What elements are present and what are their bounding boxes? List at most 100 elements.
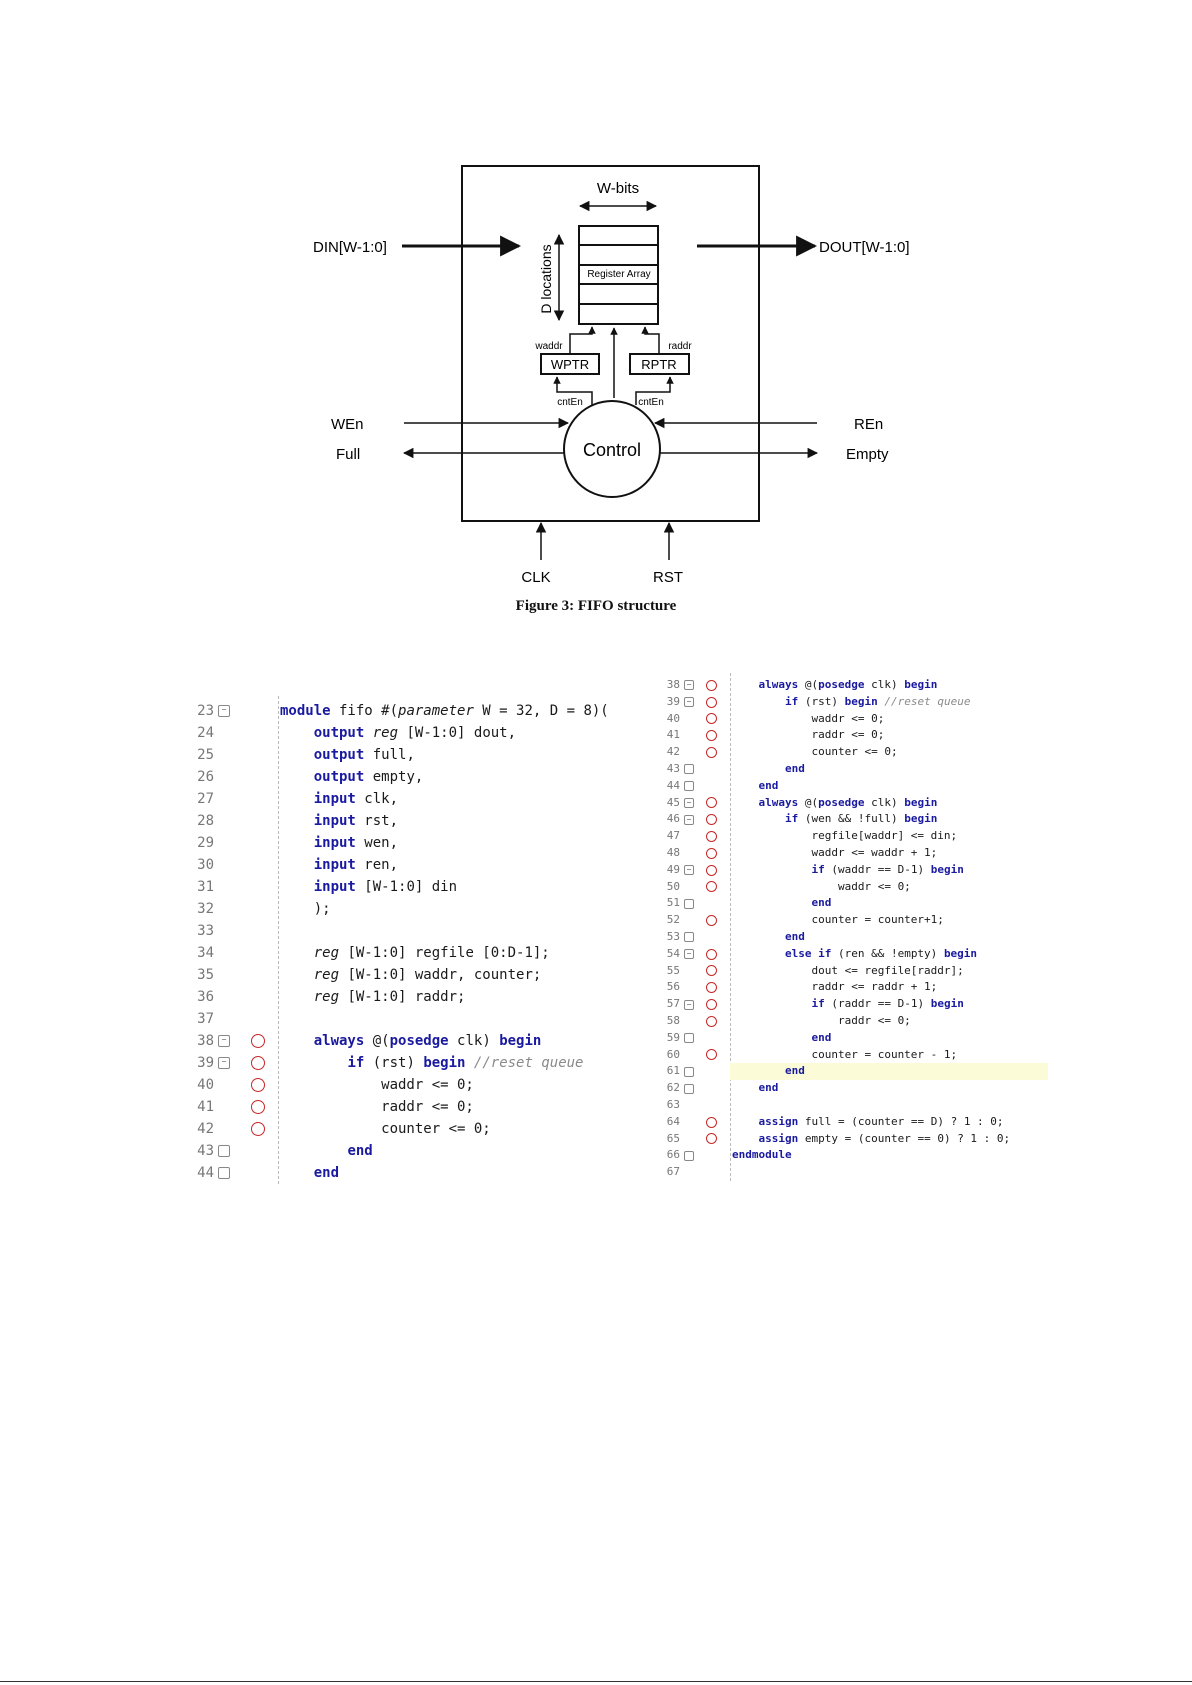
- fold-end-icon[interactable]: [684, 898, 694, 909]
- rptr-to-array: [641, 326, 660, 354]
- line-number: 45: [666, 795, 680, 809]
- control-label: Control: [583, 440, 641, 460]
- fold-collapse-icon[interactable]: −: [684, 797, 694, 808]
- fold-collapse-icon[interactable]: −: [684, 865, 694, 876]
- breakpoint-icon[interactable]: [706, 982, 717, 994]
- code-token: raddr <= 0;: [280, 1099, 474, 1115]
- code-token: counter <= 0;: [280, 1121, 491, 1137]
- line-number: 49: [666, 862, 680, 876]
- code-line: 45− always @(posedge clk) begin: [660, 795, 1048, 812]
- breakpoint-icon[interactable]: [706, 679, 717, 691]
- breakpoint-icon[interactable]: [251, 1122, 265, 1136]
- line-number: 33: [197, 923, 214, 939]
- fold-end-icon[interactable]: [684, 781, 694, 792]
- code-keyword: begin: [930, 997, 964, 1011]
- code-keyword: end: [313, 1165, 340, 1181]
- breakpoint-icon[interactable]: [706, 747, 717, 759]
- fold-collapse-icon[interactable]: −: [218, 705, 230, 717]
- line-number: 40: [197, 1077, 214, 1093]
- code-keyword: end: [811, 896, 832, 910]
- breakpoint-icon[interactable]: [706, 831, 717, 843]
- breakpoint-icon[interactable]: [251, 1100, 265, 1114]
- breakpoint-icon[interactable]: [706, 864, 717, 876]
- fifo-outer-box: [461, 165, 760, 522]
- breakpoint-icon[interactable]: [251, 1034, 265, 1048]
- breakpoint-icon[interactable]: [706, 1133, 717, 1145]
- code-text: else if (ren && !empty) begin: [732, 946, 977, 963]
- breakpoint-icon[interactable]: [706, 881, 717, 893]
- breakpoint-icon[interactable]: [706, 847, 717, 859]
- code-keyword: posedge: [818, 678, 865, 691]
- breakpoint-icon[interactable]: [251, 1056, 265, 1070]
- fold-collapse-icon[interactable]: −: [684, 697, 694, 708]
- line-number: 43: [666, 762, 680, 775]
- fold-end-icon[interactable]: [684, 932, 694, 943]
- code-token: @(: [798, 795, 819, 809]
- code-text: input clk,: [280, 788, 398, 810]
- line-number: 39: [666, 694, 680, 708]
- fold-collapse-icon[interactable]: −: [684, 680, 694, 691]
- breakpoint-icon[interactable]: [706, 999, 717, 1011]
- code-token: (raddr == D-1): [824, 997, 931, 1011]
- fold-collapse-icon[interactable]: −: [218, 1035, 230, 1047]
- breakpoint-icon[interactable]: [706, 814, 717, 826]
- breakpoint-icon[interactable]: [706, 797, 717, 809]
- fold-collapse-icon[interactable]: −: [684, 814, 694, 825]
- code-token: [280, 747, 314, 763]
- code-token: [W-1:0] din: [355, 879, 458, 895]
- code-text: );: [280, 898, 331, 920]
- breakpoint-icon[interactable]: [706, 1015, 717, 1027]
- breakpoint-icon[interactable]: [706, 948, 717, 960]
- code-token: [280, 989, 314, 1005]
- code-line: 30 input ren,: [180, 854, 660, 876]
- code-token: [732, 997, 811, 1010]
- breakpoint-icon[interactable]: [706, 965, 717, 977]
- code-text: if (waddr == D-1) begin: [732, 862, 963, 879]
- code-keyword: posedge: [389, 1033, 449, 1049]
- code-token: [732, 863, 811, 876]
- code-token: waddr <= 0;: [732, 711, 885, 725]
- code-line: 38− always @(posedge clk) begin: [660, 677, 1048, 694]
- code-token: [W-1:0] raddr;: [339, 989, 466, 1005]
- breakpoint-icon[interactable]: [706, 1049, 717, 1061]
- code-text: output reg [W-1:0] dout,: [280, 722, 516, 744]
- fold-end-icon[interactable]: [684, 764, 694, 775]
- breakpoint-icon[interactable]: [706, 915, 717, 927]
- code-line: 26 output empty,: [180, 766, 660, 788]
- code-line: 43 end: [180, 1140, 660, 1162]
- code-token: ren,: [355, 857, 399, 873]
- fold-end-icon[interactable]: [218, 1167, 230, 1179]
- breakpoint-icon[interactable]: [251, 1078, 265, 1092]
- code-line: 50 waddr <= 0;: [660, 879, 1048, 896]
- breakpoint-icon[interactable]: [706, 1116, 717, 1128]
- line-number: 39: [197, 1055, 214, 1071]
- fold-collapse-icon[interactable]: −: [218, 1057, 230, 1069]
- rptr-label: RPTR: [641, 357, 676, 372]
- cnten-right-label: cntEn: [638, 397, 664, 408]
- fold-end-icon[interactable]: [684, 1150, 694, 1161]
- code-text: counter = counter - 1;: [732, 1047, 957, 1064]
- code-token: fifo #(: [330, 703, 399, 719]
- fold-end-icon[interactable]: [684, 1083, 694, 1094]
- line-number: 62: [666, 1081, 680, 1095]
- line-number: 64: [666, 1114, 680, 1128]
- code-keyword: begin: [904, 812, 938, 826]
- fold-end-icon[interactable]: [684, 1066, 694, 1077]
- fold-end-icon[interactable]: [684, 1033, 694, 1044]
- code-token: [280, 879, 314, 895]
- breakpoint-icon[interactable]: [706, 730, 717, 742]
- code-line: 28 input rst,: [180, 810, 660, 832]
- code-token: [732, 896, 811, 909]
- breakpoint-icon[interactable]: [706, 696, 717, 708]
- breakpoint-icon[interactable]: [706, 713, 717, 725]
- fold-collapse-icon[interactable]: −: [684, 999, 694, 1010]
- code-text: if (rst) begin //reset queue: [280, 1052, 583, 1074]
- fold-end-icon[interactable]: [218, 1145, 230, 1157]
- code-token: clk): [864, 795, 905, 809]
- fold-collapse-icon[interactable]: −: [684, 949, 694, 960]
- line-number: 51: [666, 896, 680, 910]
- code-text: output empty,: [280, 766, 424, 788]
- code-line: 67: [660, 1164, 1048, 1181]
